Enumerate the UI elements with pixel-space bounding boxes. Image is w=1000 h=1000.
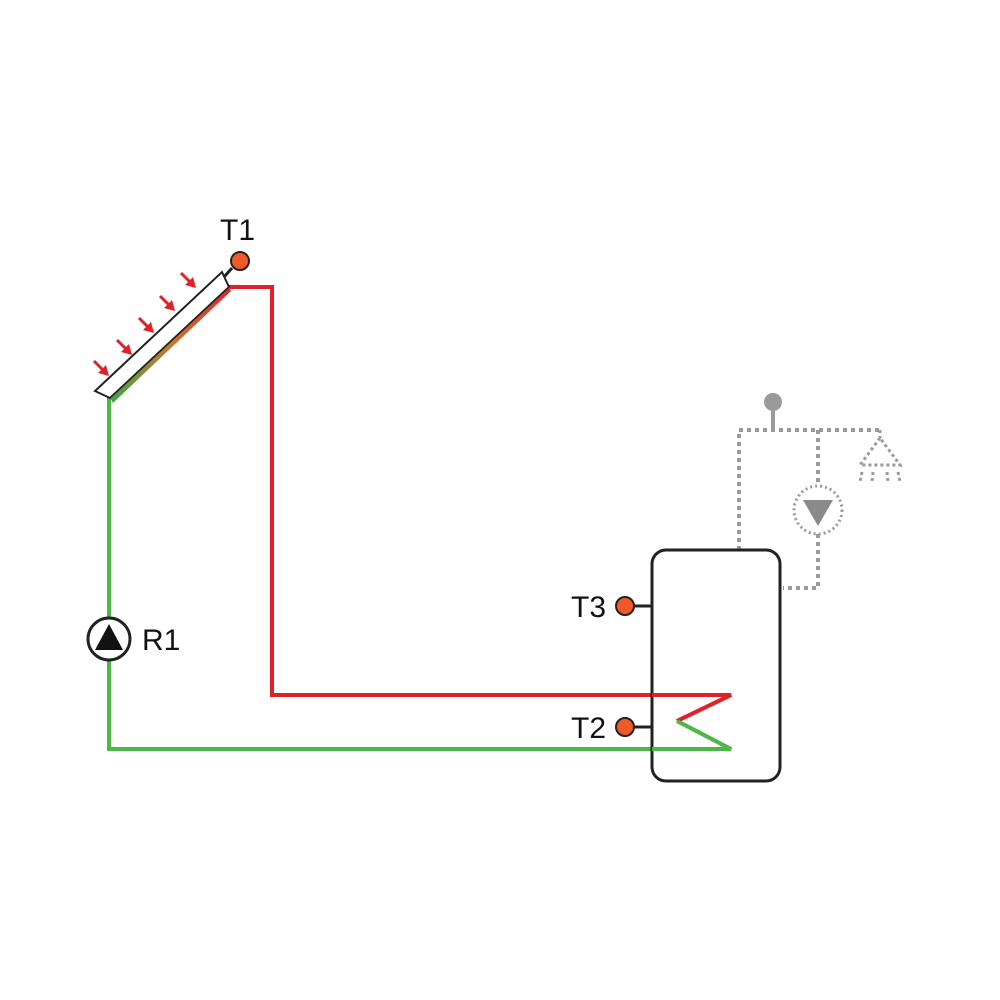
collector-frame [93,270,231,400]
dhw-valve [764,393,782,430]
sensor-dot-t3 [615,596,635,616]
sun-ray-arrows [92,271,196,376]
sensor-label-t3: T3 [571,591,606,624]
shower-icon [857,430,903,483]
sensor-dot-t2 [615,717,635,737]
sensor-t3: T3 [571,591,652,624]
sensor-t2: T2 [571,712,652,745]
pump-label-r1: R1 [142,624,180,657]
hot-flow-pipe [229,285,732,723]
collector-absorber [110,287,231,403]
sun-ray-arrow-icon [158,294,175,311]
optional-dhw-circuit [737,428,880,590]
sensor-dot-t1 [230,251,250,271]
dhw-supply-line [737,428,880,550]
storage-tank [650,548,782,783]
sensor-label-t1: T1 [220,214,255,247]
sun-ray-arrow-icon [137,316,154,333]
sun-ray-arrow-icon [115,338,132,355]
sun-ray-arrow-icon [92,359,109,376]
sensor-label-t2: T2 [571,712,606,745]
sensor-t1: T1 [220,214,255,278]
pump-triangle-down-icon [803,500,833,526]
pump-r1: R1 [86,616,180,662]
pump-triangle-up-icon [95,624,123,650]
solar-collector [93,270,231,403]
dhw-pump [792,484,844,536]
sun-ray-arrow-icon [179,271,196,288]
